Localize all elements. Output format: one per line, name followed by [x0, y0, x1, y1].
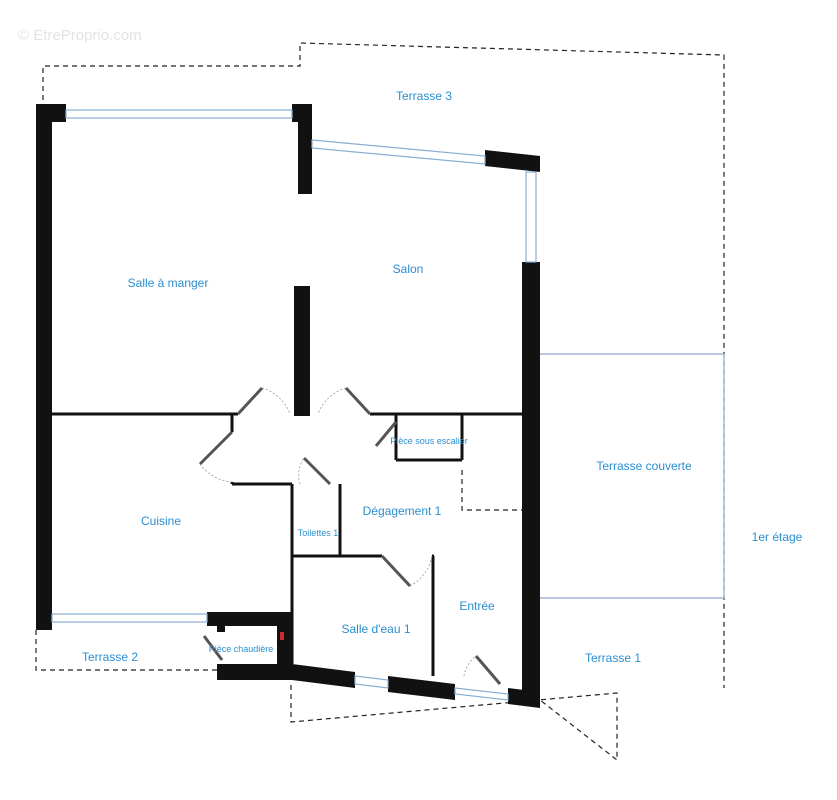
room-label-degagement: Dégagement 1: [363, 504, 442, 518]
terrace-outlines: [35, 42, 725, 762]
room-label-toilettes: Toilettes 1: [298, 528, 339, 538]
room-label-entree: Entrée: [459, 599, 495, 613]
watermark: © EtreProprio.com: [18, 27, 142, 44]
room-label-salle-deau: Salle d'eau 1: [341, 622, 410, 636]
windows: [51, 109, 537, 701]
terrace-label-3: Terrasse 3: [396, 89, 452, 103]
boiler-marker: [280, 632, 284, 640]
terrace-labels: Terrasse 3 Terrasse couverte Terrasse 2 …: [82, 89, 692, 665]
room-label-piece-sous-escalier: Pièce sous escalier: [390, 436, 468, 446]
room-label-salon: Salon: [393, 262, 424, 276]
covered-terrace-edges: [540, 353, 725, 599]
doors: [198, 386, 502, 685]
room-label-cuisine: Cuisine: [141, 514, 181, 528]
interior-walls: [52, 286, 522, 676]
room-label-salle-a-manger: Salle à manger: [128, 276, 209, 290]
floor-note: 1er étage: [752, 530, 803, 544]
terrace-label-2: Terrasse 2: [82, 650, 138, 664]
exterior-walls: [36, 104, 540, 708]
terrace-label-couverte: Terrasse couverte: [596, 459, 692, 473]
room-label-piece-chaudiere: Pièce chaudière: [209, 644, 274, 654]
room-labels: Salle à manger Salon Cuisine Dégagement …: [128, 262, 495, 654]
terrace-label-1: Terrasse 1: [585, 651, 641, 665]
